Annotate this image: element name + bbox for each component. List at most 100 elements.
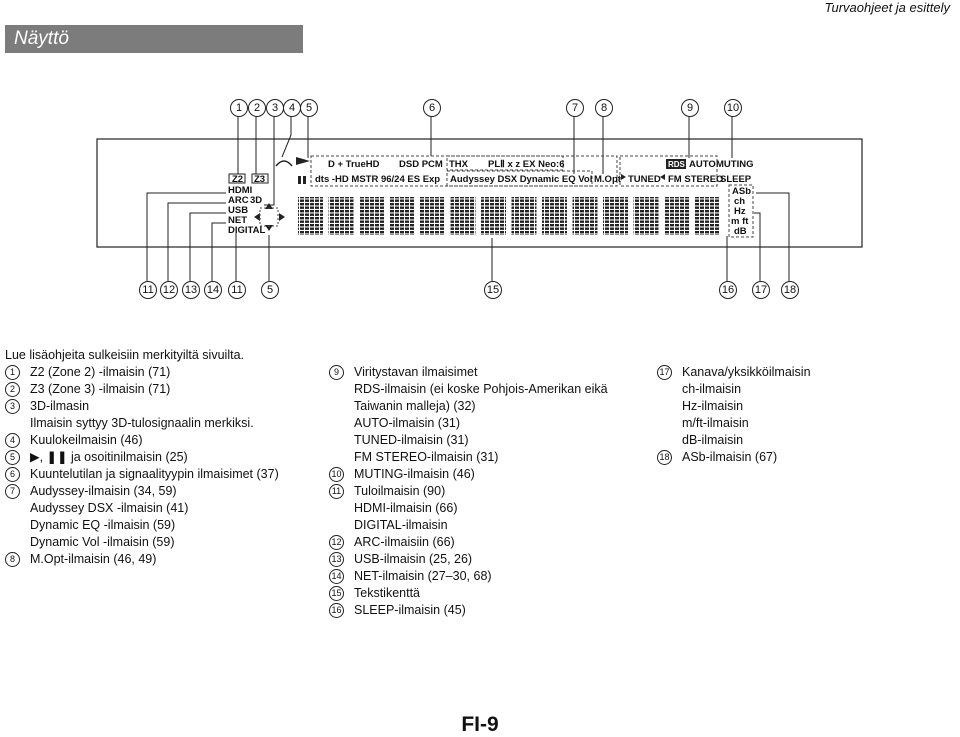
text-field [298,197,720,235]
cursor-arrows-icon [254,203,285,231]
legend-number: 11 [329,484,344,499]
legend-text: MUTING-ilmaisin (46) [354,467,475,481]
callout-17: 17 [752,281,770,299]
legend-item: HDMI-ilmaisin (66) [329,500,608,517]
legend-text: TUNED-ilmaisin (31) [354,433,469,447]
char-cell [328,197,354,235]
char-cell [664,197,689,235]
dolby-label: D + TrueHD [328,159,380,170]
callout-16: 16 [719,281,737,299]
callout-8: 8 [595,99,613,117]
legend-item: 9 Viritystavan ilmaisimet [329,364,608,381]
legend-text: Tekstikenttä [354,586,421,600]
legend-number: 15 [329,586,344,601]
legend-text: Kuulokeilmaisin (46) [30,433,143,447]
legend-text: Audyssey-ilmaisin (34, 59) [30,484,177,498]
legend-text: dB-ilmaisin [682,433,744,447]
play-icon [296,157,310,165]
mft-label: m ft [731,216,749,227]
ch-label: ch [734,196,745,207]
legend-number: 7 [5,484,20,499]
z3-label: Z3 [254,174,265,185]
char-cell [450,197,476,235]
callout-12: 12 [160,281,178,299]
page-number: FI-9 [461,713,499,736]
audyssey-label: Audyssey DSX Dynamic EQ Vol [450,174,592,185]
legend-text: Audyssey DSX -ilmaisin (41) [30,501,189,515]
legend-text: Kanava/yksikköilmaisin [682,365,811,379]
legend-number: 6 [5,467,20,482]
hdmi-label: HDMI [228,185,252,196]
char-cell [603,197,628,235]
db-label: dB [734,226,747,237]
tune-left-icon [660,174,665,180]
legend-text: Taiwanin malleja) (32) [354,399,476,413]
muting-label: MUTING [716,159,753,170]
asb-label: ASb [732,186,751,197]
headphone-icon [275,160,293,167]
callout-18: 18 [781,281,799,299]
legend-text: Dynamic EQ -ilmaisin (59) [30,518,176,532]
sleep-label: SLEEP [720,174,752,185]
legend-item: Audyssey DSX -ilmaisin (41) [5,500,279,517]
legend-text: RDS-ilmaisin (ei koske Pohjois-Amerikan … [354,382,608,396]
legend-text: Viritystavan ilmaisimet [354,365,478,379]
callout-2: 2 [248,99,266,117]
legend-item: AUTO-ilmaisin (31) [329,415,608,432]
legend-text: HDMI-ilmaisin (66) [354,501,458,515]
legend-text: Tuloilmaisin (90) [354,484,446,498]
tuned-label: TUNED [628,174,661,185]
legend-text: SLEEP-ilmaisin (45) [354,603,466,617]
legend-item: 4 Kuulokeilmaisin (46) [5,432,279,449]
dts-label: dts -HD MSTR 96/24 ES Exp [315,174,440,185]
char-cell [633,197,659,235]
legend-item: Hz-ilmaisin [657,398,811,415]
section-title: Näyttö [14,28,69,49]
callout-10: 10 [724,99,742,117]
legend-number: 13 [329,552,344,567]
legend-number: 9 [329,365,344,380]
digital-label: DIGITAL [228,225,265,236]
usb-label: USB [228,205,248,216]
tune-right-icon [621,174,626,180]
legend-item: 5▶, ❚❚ ja osoitinilmaisin (25) [5,449,279,466]
callout-5b: 5 [261,281,279,299]
hz-label: Hz [734,206,746,217]
legend-number: 18 [657,450,672,465]
legend-item: ch-ilmaisin [657,381,811,398]
char-cell [572,197,598,235]
mopt-label: M.Opt [594,174,622,185]
net-label: NET [228,215,247,226]
legend-item: m/ft-ilmaisin [657,415,811,432]
legend-item: 6 Kuuntelutilan ja signaalityypin ilmaisi… [5,466,279,483]
legend-text: 3D-ilmasin [30,399,90,413]
header-title: Turvaohjeet ja esittely [824,0,951,15]
callout-3: 3 [266,99,284,117]
legend-number: 4 [5,433,20,448]
legend-text: Kuuntelutilan ja signaalityypin ilmaisim… [30,467,279,481]
legend-text: Hz-ilmaisin [682,399,744,413]
legend-item: 10 MUTING-ilmaisin (46) [329,466,608,483]
legend-text: Ilmaisin syttyy 3D-tulosignaalin merkiks… [30,416,254,430]
legend-item: Taiwanin malleja) (32) [329,398,608,415]
legend-number: 16 [329,603,344,618]
char-cell [511,197,537,235]
callout-9: 9 [681,99,699,117]
fm-stereo-label: FM STEREO [668,174,723,185]
callout-15: 15 [484,281,502,299]
legend-number: 12 [329,535,344,550]
legend-text: AUTO-ilmaisin (31) [354,416,461,430]
legend-item: 11 Tuloilmaisin (90) [329,483,608,500]
char-cell [389,197,415,235]
thx-label: THX [449,159,469,170]
callout-13: 13 [182,281,200,299]
legend-text: Z3 (Zone 3) -ilmaisin (71) [30,382,171,396]
legend-number: 10 [329,467,344,482]
